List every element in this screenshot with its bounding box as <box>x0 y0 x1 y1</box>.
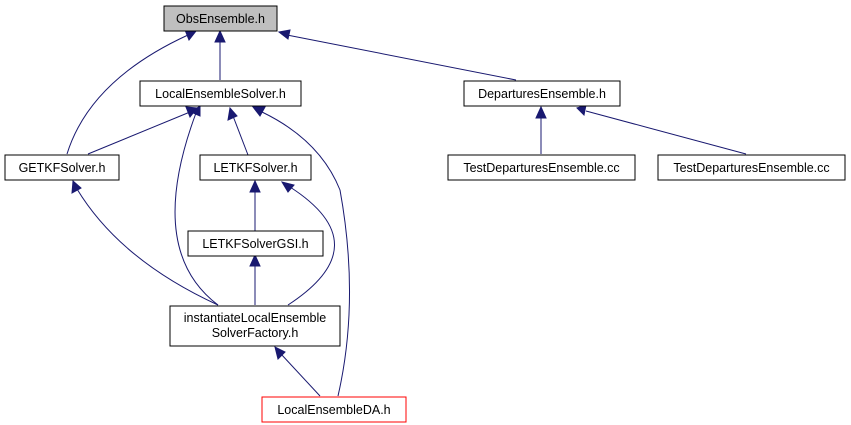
edge-localda-to-localsolver <box>261 111 351 397</box>
node-label: TestDeparturesEnsemble.cc <box>673 161 829 175</box>
edge-test2-to-departures <box>585 110 747 155</box>
node-letkf-solver-gsi-h[interactable]: LETKFSolverGSI.h <box>187 230 324 257</box>
node-label: TestDeparturesEnsemble.cc <box>463 161 619 175</box>
node-test-departures-ensemble-cc-2[interactable]: TestDeparturesEnsemble.cc <box>657 154 846 181</box>
node-label: LocalEnsembleDA.h <box>277 403 390 417</box>
node-departures-ensemble-h[interactable]: DeparturesEnsemble.h <box>463 80 621 107</box>
edge-getkf-to-obsensemble <box>66 34 189 155</box>
graph-edges <box>66 29 747 397</box>
arrowhead-icon <box>277 29 291 40</box>
arrowhead-icon <box>274 346 286 360</box>
arrowhead-icon <box>249 179 261 193</box>
node-instantiate-local-ensemble-solver-factory-h[interactable]: instantiateLocalEnsemble SolverFactory.h <box>169 305 341 347</box>
node-letkf-solver-h[interactable]: LETKFSolver.h <box>199 154 312 181</box>
node-label: GETKFSolver.h <box>19 161 106 175</box>
node-label-line2: SolverFactory.h <box>212 326 299 340</box>
edge-instantiate-to-localsolver <box>174 112 219 306</box>
arrowhead-icon <box>214 29 226 43</box>
node-label: LocalEnsembleSolver.h <box>155 87 286 101</box>
graph-nodes: ObsEnsemble.h LocalEnsembleSolver.h Depa… <box>4 5 846 423</box>
node-label: LETKFSolver.h <box>213 161 297 175</box>
node-test-departures-ensemble-cc-1[interactable]: TestDeparturesEnsemble.cc <box>447 154 636 181</box>
edge-departures-to-obsensemble <box>286 34 517 81</box>
arrowhead-icon <box>71 179 82 194</box>
node-local-ensemble-da-h[interactable]: LocalEnsembleDA.h <box>261 396 407 423</box>
edge-getkf-to-localsolver <box>87 111 191 155</box>
arrowhead-icon <box>535 105 547 119</box>
node-label-line1: instantiateLocalEnsemble <box>184 311 326 325</box>
edge-localda-to-instantiate <box>280 353 321 397</box>
node-getkf-solver-h[interactable]: GETKFSolver.h <box>4 154 120 181</box>
arrowhead-icon <box>189 105 201 117</box>
node-local-ensemble-solver-h[interactable]: LocalEnsembleSolver.h <box>139 80 302 107</box>
arrowhead-icon <box>227 106 238 121</box>
node-obs-ensemble-h[interactable]: ObsEnsemble.h <box>163 5 278 32</box>
edge-instantiate-to-letkf <box>287 186 335 306</box>
arrowhead-icon <box>280 181 295 193</box>
node-label: DeparturesEnsemble.h <box>478 87 606 101</box>
arrowhead-icon <box>251 106 266 117</box>
arrowhead-icon <box>249 253 261 267</box>
node-label: LETKFSolverGSI.h <box>202 237 308 251</box>
edge-instantiate-to-getkf <box>76 188 219 306</box>
node-label: ObsEnsemble.h <box>176 12 265 26</box>
edge-letkf-to-localsolver <box>232 115 249 156</box>
